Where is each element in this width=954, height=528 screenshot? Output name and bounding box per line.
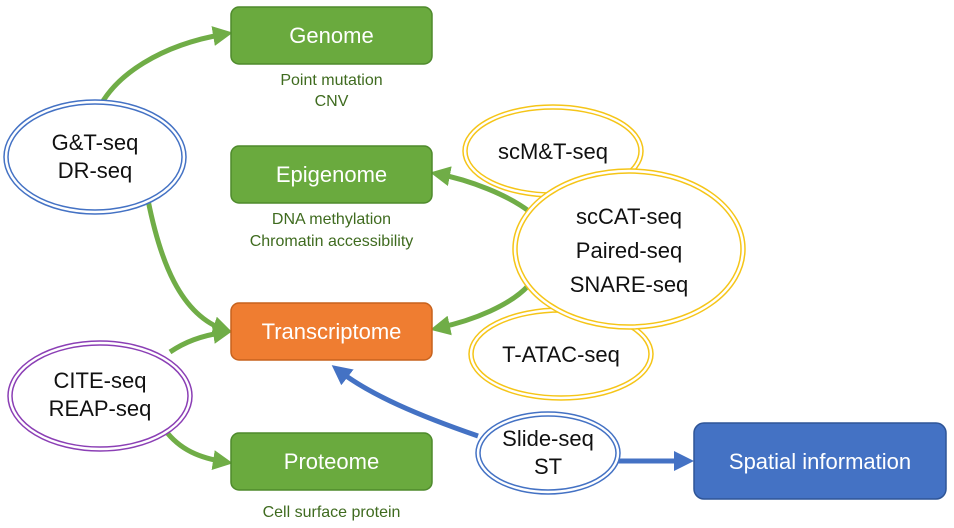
spatial-box: Spatial information: [693, 422, 947, 500]
arrow-sccat-to-transcriptome: [430, 284, 530, 336]
proteome-box: Proteome: [230, 432, 433, 491]
arrow-gt-to-genome: [95, 26, 233, 112]
arrow-sccat-to-epigenome: [430, 166, 532, 214]
slide-line-2: ST: [534, 454, 562, 479]
scmt-line-1: scM&T-seq: [498, 139, 608, 164]
cite-line-2: REAP-seq: [49, 396, 152, 421]
gt-line-1: G&T-seq: [52, 130, 139, 155]
epigenome-box: Epigenome: [230, 145, 433, 204]
transcriptome-box: Transcriptome: [230, 302, 433, 361]
epigenome-label: Epigenome: [276, 162, 387, 187]
slide-line-1: Slide-seq: [502, 426, 594, 451]
genome-label: Genome: [289, 23, 373, 48]
epigenome-sub-1: DNA methylation: [272, 211, 391, 228]
genome-sub-1: Point mutation: [280, 72, 382, 89]
arrow-cite-to-proteome: [163, 428, 233, 470]
cite-line-1: CITE-seq: [54, 368, 147, 393]
tatac-line-1: T-ATAC-seq: [502, 342, 620, 367]
gt-line-2: DR-seq: [58, 158, 133, 183]
tatac-ellipse: T-ATAC-seq: [468, 307, 654, 401]
transcriptome-label: Transcriptome: [262, 319, 402, 344]
arrows: [95, 26, 694, 471]
epigenome-sub-2: Chromatin accessibility: [250, 233, 414, 250]
genome-sub-2: CNV: [315, 93, 349, 110]
slide-ellipse: Slide-seq ST: [475, 411, 621, 495]
sccat-line-1: scCAT-seq: [576, 204, 682, 229]
sccat-line-3: SNARE-seq: [570, 272, 689, 297]
sccat-line-2: Paired-seq: [576, 238, 682, 263]
sccat-ellipse: scCAT-seq Paired-seq SNARE-seq: [512, 168, 746, 330]
cite-ellipse: CITE-seq REAP-seq: [7, 340, 193, 452]
gt-ellipse: G&T-seq DR-seq: [3, 99, 187, 215]
proteome-sub-1: Cell surface protein: [263, 504, 401, 521]
spatial-label: Spatial information: [729, 449, 911, 474]
genome-box: Genome: [230, 6, 433, 65]
arrow-slide-to-transcriptome: [331, 365, 479, 439]
arrow-cite-to-transcriptome: [168, 324, 233, 355]
arrow-gt-to-transcriptome: [145, 199, 233, 336]
proteome-label: Proteome: [284, 449, 379, 474]
